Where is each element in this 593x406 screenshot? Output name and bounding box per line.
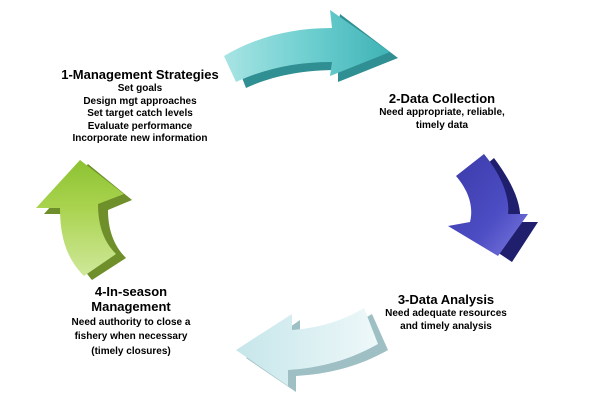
arrow-1-to-2 — [224, 10, 398, 88]
stage-detail: fishery when necessary — [74, 331, 188, 343]
stage-management-strategies: 1-Management Strategies Set goals Design… — [40, 67, 240, 146]
stage-data-collection: 2-Data Collection Need appropriate, reli… — [366, 91, 518, 132]
stage-title: 1-Management Strategies — [61, 67, 219, 82]
stage-detail: and timely analysis — [400, 320, 492, 332]
stage-detail: Incorporate new information — [72, 133, 208, 145]
stage-detail: Evaluate performance — [87, 120, 193, 132]
stage-detail: Need adequate resources — [385, 308, 507, 320]
stage-in-season-management: 4-In-season Management Need authority to… — [56, 284, 206, 358]
arrow-4-to-1 — [36, 160, 132, 280]
stage-title: 3-Data Analysis — [397, 292, 495, 307]
stage-detail: Need authority to close a — [71, 316, 191, 328]
stage-detail: Design mgt approaches — [83, 95, 197, 107]
arrow-2-to-3 — [448, 154, 538, 262]
stage-title: 2-Data Collection — [388, 91, 496, 106]
stage-detail: Set goals — [117, 83, 163, 95]
arrow-3-to-4 — [236, 308, 388, 392]
stage-data-analysis: 3-Data Analysis Need adequate resources … — [360, 292, 532, 333]
stage-detail: Need appropriate, reliable, — [379, 107, 505, 119]
stage-detail: timely data — [415, 119, 469, 131]
stage-title-line: Management — [91, 298, 171, 314]
stage-detail: (timely closures) — [91, 345, 171, 357]
stage-detail: Set target catch levels — [87, 108, 193, 120]
stage-title: 4-In-season Management — [56, 284, 206, 315]
stage-title-line: 4-In-season — [94, 284, 168, 299]
